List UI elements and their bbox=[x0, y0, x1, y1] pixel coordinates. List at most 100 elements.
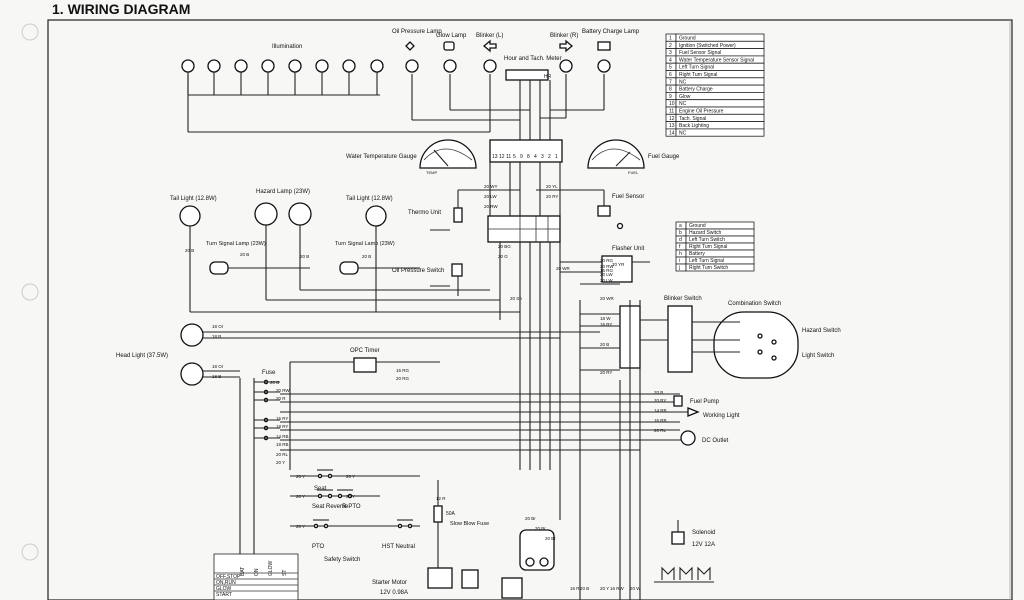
opc-timer: OPC Timer bbox=[289, 348, 440, 470]
safety-switches: Seat Seat Reverse R-PTO PTO HST Neutral … bbox=[290, 469, 420, 563]
legend-text: Right Turn Signal bbox=[689, 244, 727, 250]
combination-switch: Combination Switch Hazard Switch Light S… bbox=[692, 301, 841, 379]
thermo-unit-label: Thermo Unit bbox=[408, 210, 441, 216]
oil-pressure-lamp-label: Oil Pressure Lamp bbox=[392, 29, 442, 35]
wire-label: 20 LW bbox=[600, 278, 613, 283]
wire-label: 16 RY bbox=[276, 416, 288, 421]
wire-label: 20 B bbox=[600, 342, 609, 347]
blinker-l-label: Blinker (L) bbox=[476, 33, 503, 39]
wire-label: 20 B bbox=[300, 254, 309, 259]
glow-icon bbox=[443, 41, 455, 51]
illumination-lamp bbox=[342, 59, 356, 73]
wire-label: 20 Y bbox=[296, 474, 305, 479]
legend-key: j bbox=[678, 265, 680, 271]
wire-label: 20 RW bbox=[600, 264, 614, 269]
wire-label: 20 Y bbox=[346, 474, 355, 479]
temp-text: TEMP bbox=[426, 170, 437, 175]
water-temperature-gauge: TEMP Water Temperature Gauge bbox=[346, 139, 477, 175]
wire-label: 16 RG bbox=[600, 268, 614, 273]
switch-contact bbox=[337, 493, 343, 499]
head-lights: Head Light (37.5W) bbox=[116, 323, 600, 386]
meter-pin-number: 3 bbox=[541, 154, 544, 160]
hazard-lamp-label: Hazard Lamp (23W) bbox=[256, 189, 310, 195]
indicator-lamp bbox=[559, 59, 573, 73]
hazard-switch-label: Hazard Switch bbox=[802, 328, 841, 334]
wire-label: 16 Y bbox=[0, 0, 9, 1]
hour-meter-display bbox=[505, 69, 549, 81]
wire-label: 20 B bbox=[240, 252, 249, 257]
switch-contact bbox=[317, 473, 323, 479]
legend-text: Right Turn Switch bbox=[689, 265, 728, 271]
seat-reverse-label: Seat Reverse bbox=[312, 504, 349, 510]
wire-label: 20 RY bbox=[546, 194, 558, 199]
wire-label: 20 LW bbox=[600, 272, 613, 277]
legend-key: 6 bbox=[669, 72, 672, 78]
wire-label: 20 G bbox=[498, 254, 508, 259]
solenoid-label: Solenoid bbox=[692, 530, 715, 536]
legend-key: 14 bbox=[669, 130, 675, 136]
wire-label: 20 Br bbox=[545, 536, 556, 541]
wire-label: 12 R bbox=[436, 496, 446, 501]
wire-label: 18 RB bbox=[276, 442, 289, 447]
safety-switch-label: Safety Switch bbox=[324, 557, 360, 563]
legend-key: i bbox=[679, 258, 680, 264]
legend-text: Glow bbox=[679, 94, 691, 100]
legend-text: Battery Charge bbox=[679, 87, 713, 93]
legend-text: Engine Oil Pressure bbox=[679, 109, 724, 115]
illumination-lamp bbox=[315, 59, 329, 73]
legend-key: h bbox=[679, 251, 682, 257]
wire-label: 18 W bbox=[600, 316, 611, 321]
legend-key: 8 bbox=[669, 87, 672, 93]
wire-label: 20 Y bbox=[276, 460, 285, 465]
wire-label: 18 Or bbox=[212, 364, 224, 369]
wire-label: 20 WR bbox=[556, 266, 571, 271]
illumination-lamps: Illumination bbox=[181, 44, 490, 133]
indicator-lamp bbox=[597, 59, 611, 73]
hazard-lamp-right bbox=[288, 202, 312, 226]
wire-label: 20 B bbox=[185, 248, 194, 253]
oil-pressure-icon bbox=[405, 41, 415, 51]
accessory-bus: Fuel Pump Working Light DC Outlet bbox=[280, 300, 740, 600]
wire-label: 18 Or bbox=[212, 324, 224, 329]
ignition-header: GLOW bbox=[268, 560, 274, 576]
blinker-switch-label: Blinker Switch bbox=[664, 296, 702, 302]
legend-text: Water Temperature Sensor Signal bbox=[679, 57, 754, 63]
fuel-sensor-label: Fuel Sensor bbox=[612, 194, 644, 200]
r-pto-label: R-PTO bbox=[342, 504, 361, 510]
wire-label: 18 B bbox=[212, 334, 221, 339]
switch-contact bbox=[313, 523, 319, 529]
switch-contact bbox=[347, 493, 353, 499]
meter-pin-number: 9 bbox=[520, 154, 523, 160]
wire-label: 14 RB bbox=[276, 434, 289, 439]
legend-key: 11 bbox=[669, 109, 674, 115]
central-connector bbox=[487, 162, 561, 520]
wire-label: 20 BG bbox=[498, 244, 511, 249]
turn-signal-r-label: Turn Signal Lamp (23W) bbox=[335, 241, 395, 247]
legend-key: a bbox=[679, 223, 682, 229]
legend-key: f bbox=[679, 244, 681, 250]
wire-label: 14 RB bbox=[654, 408, 667, 413]
head-light-upper bbox=[180, 323, 204, 347]
meter-pin-number: 4 bbox=[534, 154, 537, 160]
combination-switch-label: Combination Switch bbox=[728, 301, 781, 307]
oil-pressure-switch bbox=[451, 263, 463, 277]
illumination-lamp bbox=[181, 59, 195, 73]
rear-lights: Tail Light (12.8W) Hazard Lamp (23W) Tai… bbox=[170, 189, 520, 313]
legend-text: NC bbox=[679, 130, 687, 136]
wire-label: 20 RL bbox=[276, 452, 289, 457]
legend-text: Left Turn Switch bbox=[689, 237, 725, 243]
ignition-row-label: OFF,STOP bbox=[216, 574, 241, 580]
hour-meter-label: Hour and Tach. Meter bbox=[504, 56, 562, 62]
legend-key: 13 bbox=[669, 123, 675, 129]
wire-label: 20 Br bbox=[525, 516, 536, 521]
legend-text: NC bbox=[679, 79, 687, 85]
meter-pin-number: 8 bbox=[527, 154, 530, 160]
flasher-unit: Flasher Unit bbox=[560, 246, 650, 285]
illumination-lamp bbox=[261, 59, 275, 73]
ignition-row-label: ON,RUN bbox=[216, 580, 236, 586]
turn-signal-lamp-right bbox=[339, 261, 359, 275]
